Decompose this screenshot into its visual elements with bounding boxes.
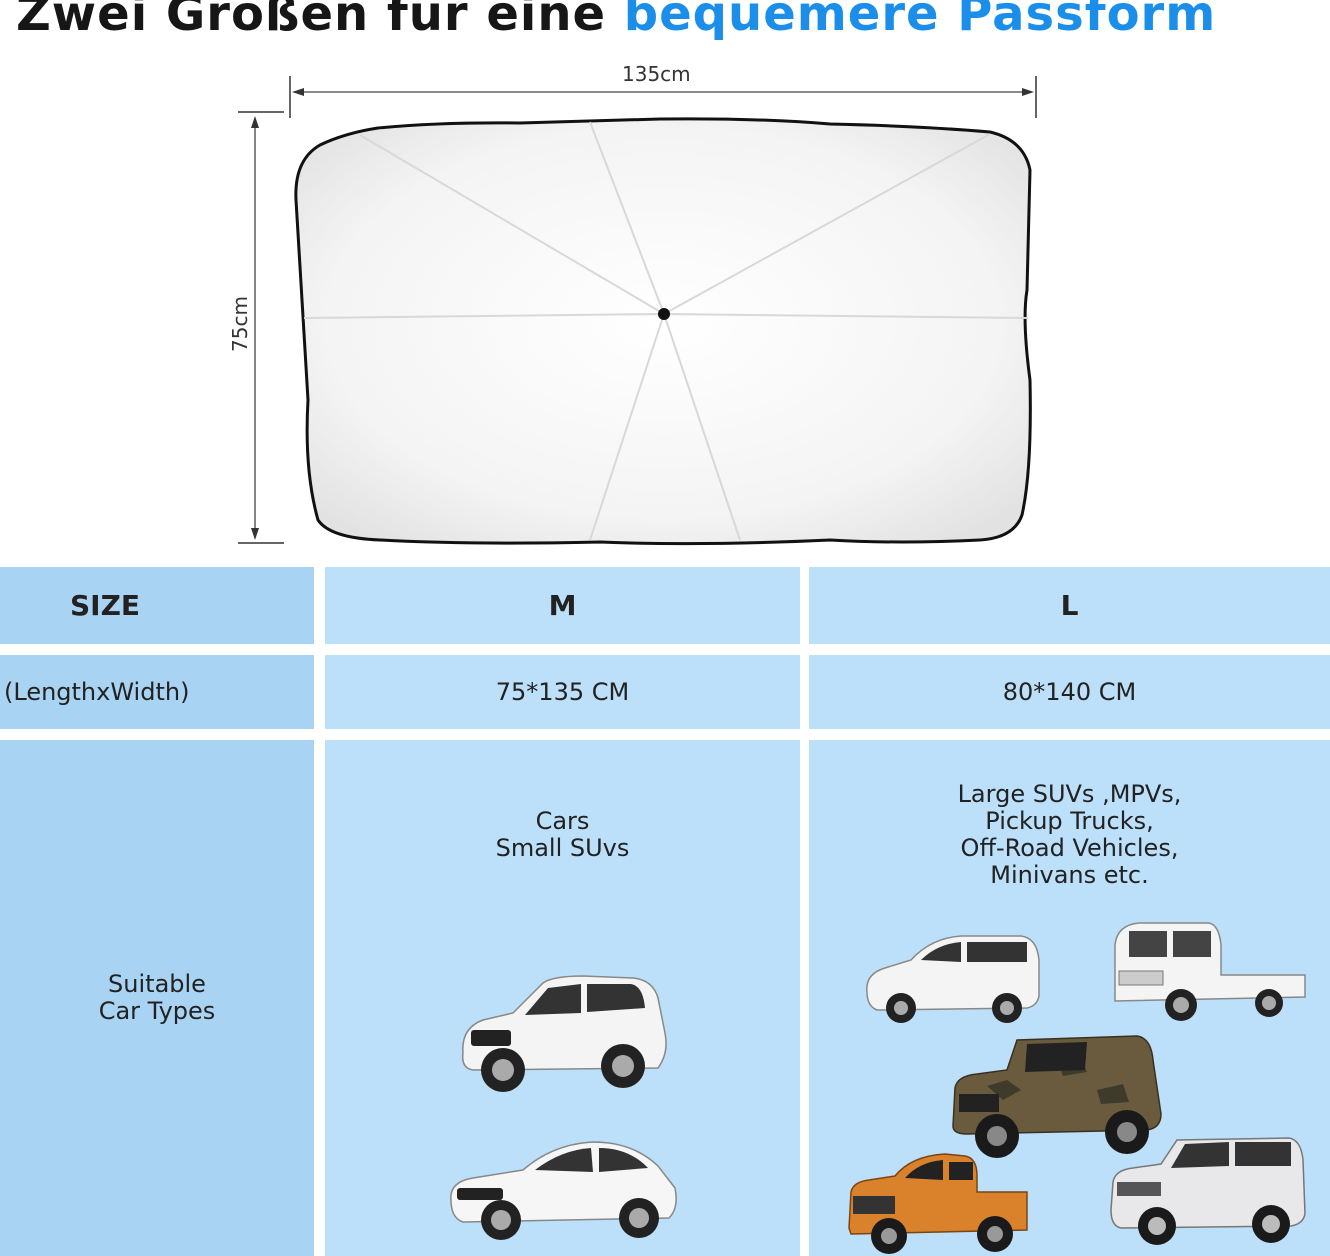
height-dimension-label: 75cm (227, 296, 252, 352)
size-header-cell: SIZE (0, 567, 314, 644)
size-table: SIZE M L (LengthxWidth) 75*135 CM 80*140… (0, 567, 1330, 1256)
car-types-l-line: Off-Road Vehicles, (960, 834, 1179, 862)
car-types-m-line: Cars (535, 807, 590, 835)
dimensions-l-cell: 80*140 CM (809, 655, 1330, 729)
car-types-m-cell: Cars Small SUvs (325, 740, 800, 1256)
car-types-label-cell: Suitable Car Types (0, 740, 314, 1256)
sunshade-diagram (238, 76, 1037, 546)
silver-large-suv-icon (1110, 1137, 1306, 1245)
size-l-header-cell: L (809, 567, 1330, 644)
white-minivan-icon (866, 935, 1040, 1023)
car-types-m-line: Small SUvs (495, 834, 630, 862)
sunshade-umbrella-icon (294, 117, 1032, 546)
car-types-label-line2: Car Types (98, 997, 216, 1025)
car-types-m-text: Cars Small SUvs (496, 808, 630, 862)
car-types-l-line: Large SUVs ,MPVs, (957, 780, 1182, 808)
white-sedan-icon (450, 1141, 677, 1240)
car-types-l-line: Pickup Trucks, (985, 807, 1154, 835)
camo-offroad-jeep-icon (952, 1035, 1162, 1158)
title-part-accent: bequemere Passform (623, 0, 1217, 42)
car-types-l-cell: Large SUVs ,MPVs, Pickup Trucks, Off-Roa… (809, 740, 1330, 1256)
height-dimension-line (238, 111, 284, 544)
dimensions-label-cell: (LengthxWidth) (0, 655, 314, 729)
size-m-header-cell: M (325, 567, 800, 644)
car-types-label-line1: Suitable (108, 970, 206, 998)
car-types-l-line: Minivans etc. (990, 861, 1149, 889)
car-types-l-text: Large SUVs ,MPVs, Pickup Trucks, Off-Roa… (958, 781, 1182, 889)
orange-pickup-truck-icon (848, 1153, 1028, 1254)
title-part-dark: Zwei Größen für eine (16, 0, 607, 42)
page-title: Zwei Größen für eine bequemere Passform (16, 0, 1216, 42)
dimensions-m-cell: 75*135 CM (325, 655, 800, 729)
white-pickup-truck-icon (1114, 922, 1306, 1021)
width-dimension-label: 135cm (622, 62, 691, 86)
width-dimension-line (289, 76, 1037, 118)
white-suv-icon (461, 975, 667, 1092)
